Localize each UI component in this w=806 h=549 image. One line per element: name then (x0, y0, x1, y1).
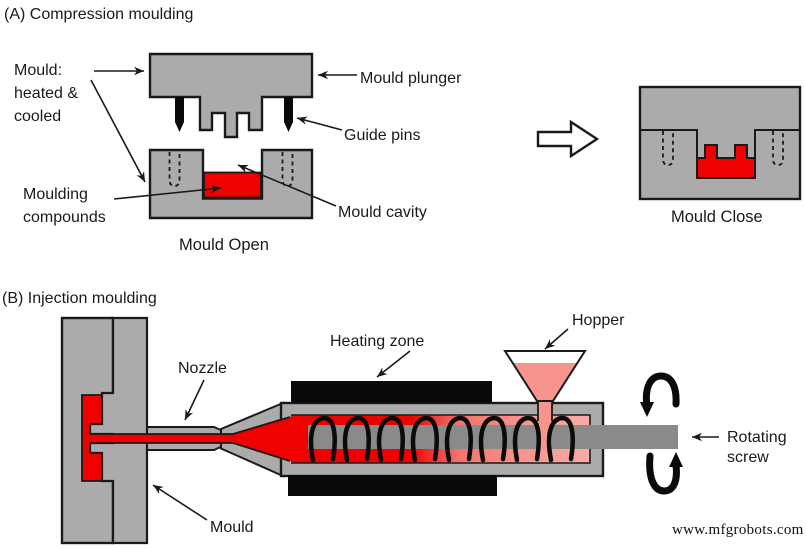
screw-shaft (308, 425, 678, 449)
mould-close-block (638, 85, 802, 201)
hopper-material (512, 363, 578, 401)
label-mould-cavity: Mould cavity (338, 204, 427, 221)
label-nozzle: Nozzle (178, 360, 227, 377)
label-hopper: Hopper (572, 312, 625, 329)
leader-mould-b (152, 484, 208, 521)
mould-close-diagram (638, 85, 802, 201)
hopper-shape (503, 350, 587, 402)
label-mould-b: Mould (210, 519, 254, 536)
leader-heating-zone (376, 350, 411, 378)
label-rotating-screw: Rotating screw (727, 429, 787, 466)
label-mould-heated-cooled: Mould: heated & cooled (14, 62, 79, 126)
guide-pin-right (284, 97, 293, 132)
leader-mould-heated-to-bottom (90, 79, 146, 183)
mould-close-parting-line (640, 129, 800, 158)
melt-flow-shape (82, 395, 291, 481)
section-b-title: (B) Injection moulding (2, 290, 157, 307)
transition-arrow (536, 119, 600, 159)
moulded-part-shape (696, 144, 756, 179)
caption-mould-open: Mould Open (179, 236, 269, 254)
mould-plunger-shape (148, 52, 314, 139)
leader-moulding-compounds (113, 184, 222, 200)
rotation-arrow-top (640, 372, 680, 417)
injection-moulding-diagram (60, 316, 683, 545)
heating-band-top (291, 381, 492, 403)
moulding-compound-shape (203, 171, 262, 199)
caption-mould-close: Mould Close (671, 208, 763, 226)
label-guide-pins: Guide pins (344, 127, 421, 144)
leader-mould-cavity (237, 164, 337, 207)
section-a-title: (A) Compression moulding (4, 6, 194, 23)
screw-flights (308, 415, 575, 463)
label-heating-zone: Heating zone (330, 333, 425, 350)
label-moulding-compounds: Moulding compounds (23, 186, 106, 227)
mould-bottom-shape (148, 148, 314, 220)
melt-flow-outline (81, 394, 291, 482)
label-mould-plunger: Mould plunger (360, 70, 462, 87)
heating-band-bottom (288, 475, 497, 496)
leader-guide-pins (296, 116, 343, 131)
leader-nozzle (184, 379, 205, 421)
leader-lines (90, 66, 719, 521)
guide-pin-left (175, 97, 184, 132)
rotation-arrow-bottom (646, 452, 683, 495)
hopper-outline (503, 350, 587, 402)
leader-hopper (544, 328, 569, 350)
mould-open-diagram (148, 52, 314, 220)
hopper-stem-walls (537, 400, 553, 421)
watermark: www.mfgrobots.com (672, 522, 804, 538)
